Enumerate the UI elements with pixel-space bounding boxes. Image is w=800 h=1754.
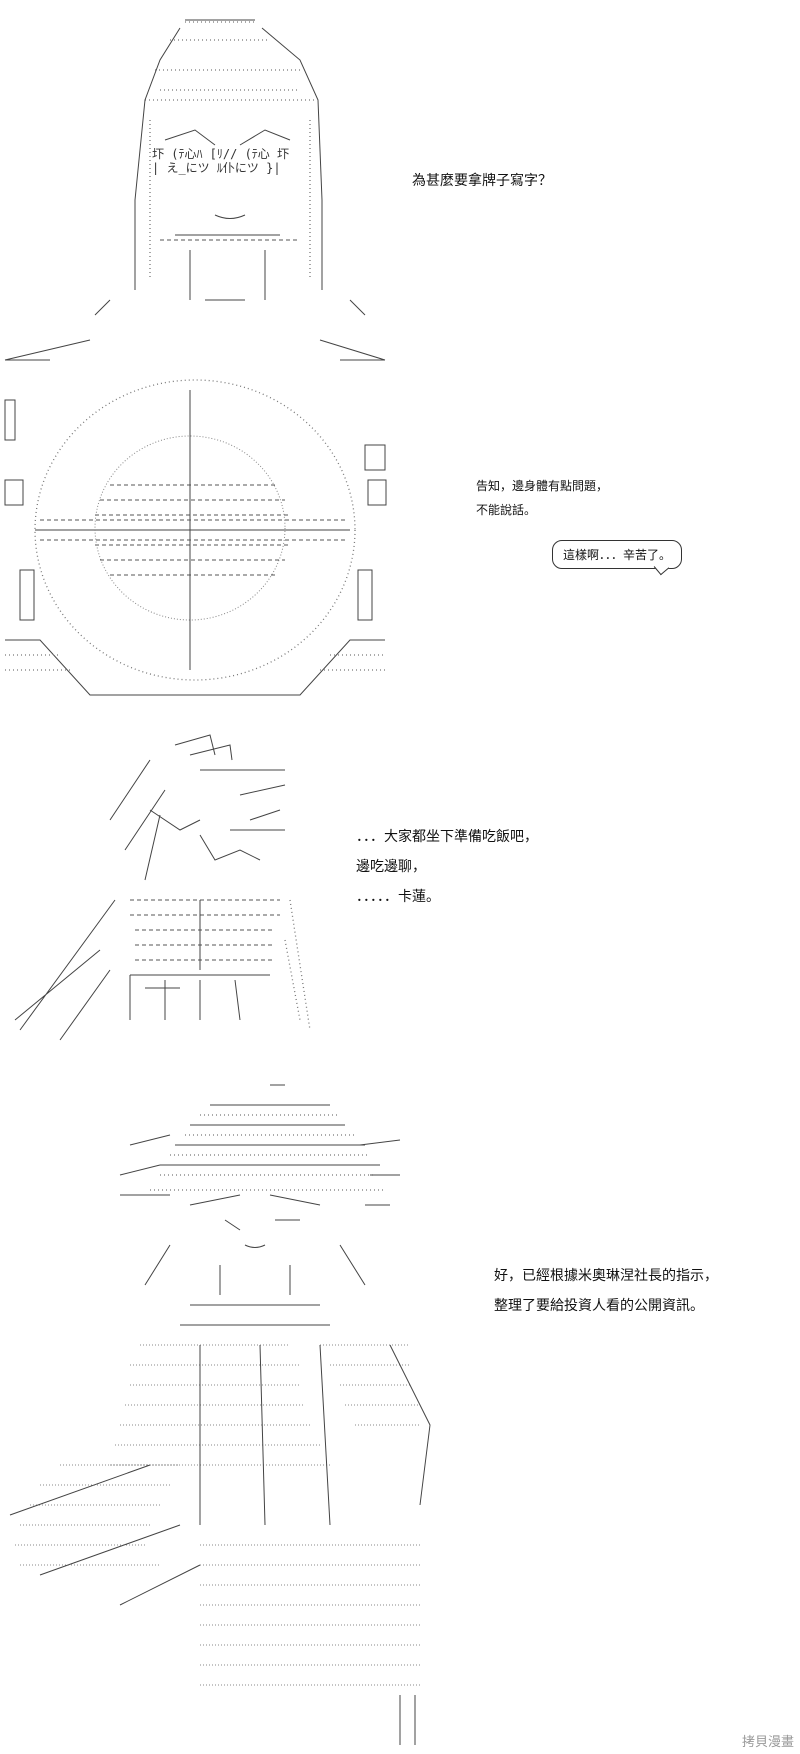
svg-text:圷 (ﾃ心ﾊ [ﾘ// (ﾃ心 圷: 圷 (ﾃ心ﾊ [ﾘ// (ﾃ心 圷 [152, 147, 289, 161]
panel-4-ascii-art [9, 1084, 431, 1745]
dialogue-line: 好，已經根據米奧琳涅社長的指示， [494, 1268, 718, 1284]
panel-3-ascii-art [14, 734, 311, 1041]
panel-1: 圷 (ﾃ心ﾊ [ﾘ// (ﾃ心 圷 | え_にツ ﾙ仆にツ }| 為甚麼要拿牌子… [0, 0, 800, 361]
dialogue-line: 邊吃邊聊， [356, 859, 426, 875]
svg-text:| え_にツ ﾙ仆にツ }|: | え_にツ ﾙ仆にツ }| [152, 161, 281, 175]
dialogue-line: ．．．．．卡蓮。 [356, 889, 440, 905]
panel-2-ascii-art [4, 379, 387, 696]
dialogue-line: 為甚麼要拿牌子寫字？ [412, 173, 552, 189]
bubble-text: 這樣啊．．．辛苦了。 [563, 548, 672, 562]
dialogue-line: 告知，邊身體有點問題， [476, 479, 609, 493]
dialogue-line: 不能說話。 [476, 503, 537, 517]
panel-4: 好，已經根據米奧琳涅社長的指示， 整理了要給投資人看的公開資訊。 [0, 1045, 800, 1754]
panel-3: ．．．大家都坐下準備吃飯吧， 邊吃邊聊， ．．．．．卡蓮。 [0, 720, 800, 1041]
panel-1-ascii-art: 圷 (ﾃ心ﾊ [ﾘ// (ﾃ心 圷 | え_にツ ﾙ仆にツ }| [4, 19, 386, 361]
dialogue-line: 整理了要給投資人看的公開資訊。 [494, 1298, 704, 1314]
watermark: 拷貝漫畫 [741, 1735, 794, 1750]
speech-bubble: 這樣啊．．．辛苦了。 [552, 540, 683, 569]
panel-2: 告知，邊身體有點問題， 不能說話。 這樣啊．．．辛苦了。 [0, 370, 800, 710]
dialogue-line: ．．．大家都坐下準備吃飯吧， [356, 829, 538, 845]
